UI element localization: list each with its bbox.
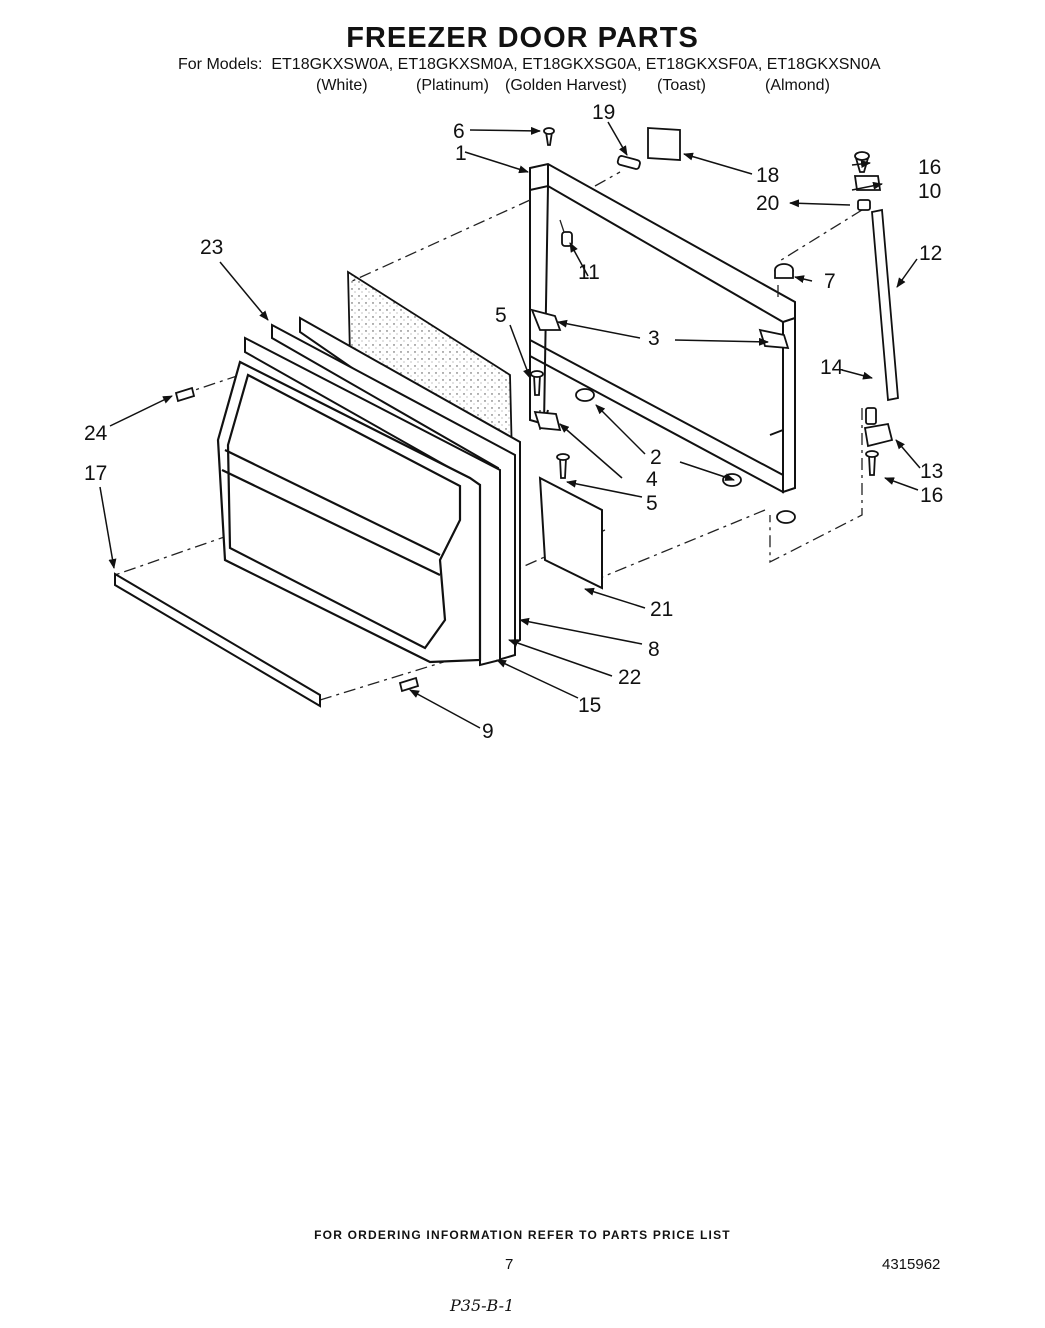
callout-22: 22 xyxy=(618,666,641,689)
callout-17: 17 xyxy=(84,462,107,485)
callout-10: 10 xyxy=(918,180,941,203)
callout-20: 20 xyxy=(756,192,779,215)
callout-8: 8 xyxy=(648,638,660,661)
callout-5: 5 xyxy=(646,492,658,515)
handwritten-note: P35-B-1 xyxy=(450,1296,515,1315)
callout-14: 14 xyxy=(820,356,844,379)
callout-7: 7 xyxy=(824,270,836,293)
callout-9: 9 xyxy=(482,720,494,743)
callout-16: 16 xyxy=(918,156,941,179)
model-color: (Platinum) xyxy=(416,77,489,94)
callout-6: 6 xyxy=(453,120,465,143)
callout-11: 11 xyxy=(578,261,600,284)
model-color: (Almond) xyxy=(765,77,830,94)
model-number: ET18GKXSN0A xyxy=(766,56,881,73)
callout-13: 13 xyxy=(920,460,943,483)
door-liner-layers xyxy=(244,316,521,667)
door-liner-panel xyxy=(538,476,603,590)
callout-4: 4 xyxy=(646,468,658,491)
assembly-dashed-lines xyxy=(114,171,863,701)
model-color: (Golden Harvest) xyxy=(505,77,627,94)
model-color: (Toast) xyxy=(657,77,706,94)
trim-strip xyxy=(114,572,321,708)
document-number: 4315962 xyxy=(882,1256,941,1273)
callout-3: 3 xyxy=(648,327,660,350)
model-number: ET18GKXSG0A, xyxy=(522,56,642,73)
model-number: ET18GKXSF0A, xyxy=(645,56,763,73)
callout-18: 18 xyxy=(756,164,779,187)
door-panel xyxy=(216,360,482,664)
callout-19: 19 xyxy=(592,101,615,124)
callout-21: 21 xyxy=(650,598,673,621)
page-title: FREEZER DOOR PARTS xyxy=(346,22,699,54)
ordering-note: FOR ORDERING INFORMATION REFER TO PARTS … xyxy=(314,1228,731,1242)
callout-1: 1 xyxy=(455,142,467,165)
model-list: For Models: ET18GKXSW0A, ET18GKXSM0A, ET… xyxy=(178,56,881,74)
callout-16: 16 xyxy=(920,484,943,507)
models-prefix: For Models: xyxy=(178,56,263,73)
callout-24: 24 xyxy=(84,422,108,445)
page-number: 7 xyxy=(505,1256,514,1273)
callout-leaders xyxy=(99,121,921,729)
model-number: ET18GKXSM0A, xyxy=(397,56,518,73)
callout-12: 12 xyxy=(919,242,942,265)
callout-2: 2 xyxy=(650,446,662,469)
callout-5: 5 xyxy=(495,304,507,327)
callout-15: 15 xyxy=(578,694,601,717)
callout-23: 23 xyxy=(200,236,223,259)
model-color: (White) xyxy=(316,77,368,94)
model-number: ET18GKXSW0A, xyxy=(271,56,394,73)
